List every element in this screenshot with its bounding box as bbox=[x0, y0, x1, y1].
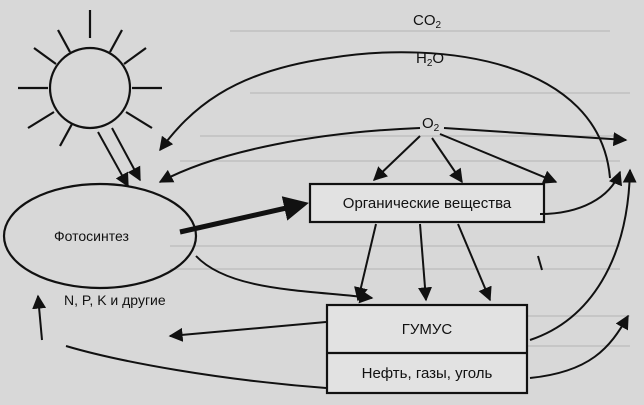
arrow-o2-1 bbox=[372, 135, 421, 181]
arrow-sun-photosynthesis-1 bbox=[97, 131, 129, 188]
arrow-organic-humus-1 bbox=[354, 223, 377, 302]
arrow-o2-2 bbox=[431, 137, 463, 184]
arrow-sun-photosynthesis-2 bbox=[111, 127, 141, 182]
organic-substances-label: Органические вещества bbox=[342, 194, 512, 212]
sun-icon bbox=[18, 10, 162, 147]
h2o-label: H2O bbox=[416, 50, 445, 69]
arrow-organic-humus-2 bbox=[418, 223, 432, 302]
arrow-humus-right bbox=[529, 168, 637, 341]
arrow-bottom-left bbox=[65, 345, 327, 389]
background-text-line bbox=[250, 92, 630, 94]
arrow-co2-h2o bbox=[159, 51, 611, 179]
background-text-line bbox=[170, 268, 620, 270]
arrow-oil-right bbox=[529, 314, 629, 379]
arrow-o2-4 bbox=[443, 127, 628, 147]
photosynthesis-label: Фотосинтез bbox=[54, 228, 129, 244]
background-text-line bbox=[200, 135, 620, 137]
background-text-line bbox=[180, 160, 620, 162]
background-text-line bbox=[170, 245, 620, 247]
arrow-o2-3 bbox=[439, 133, 558, 184]
background-text-line bbox=[520, 345, 630, 347]
arrow-humus-npk bbox=[168, 321, 327, 342]
small-tick bbox=[537, 255, 543, 271]
photosynthesis-ellipse bbox=[2, 182, 198, 290]
arrow-organic-humus-3 bbox=[457, 223, 492, 302]
npk-label: N, P, K и другие bbox=[64, 292, 166, 308]
arrow-group bbox=[32, 51, 637, 389]
arrow-up-left bbox=[32, 294, 47, 341]
humus-label: ГУМУС bbox=[401, 320, 453, 338]
co2-label: CO2 bbox=[413, 12, 442, 31]
o2-label: O2 bbox=[422, 115, 440, 134]
arrow-o2-photosynthesis bbox=[158, 127, 421, 183]
background-text-line bbox=[230, 30, 610, 32]
organic-box bbox=[308, 182, 546, 224]
oil-gas-coal-label: Нефть, газы, уголь bbox=[361, 364, 493, 382]
arrow-photosynthesis-humus bbox=[195, 255, 374, 304]
humus-box bbox=[325, 303, 529, 395]
arrow-photosynthesis-organic bbox=[179, 196, 309, 235]
background-text-line bbox=[520, 315, 630, 317]
arrow-organic-right bbox=[539, 170, 622, 215]
